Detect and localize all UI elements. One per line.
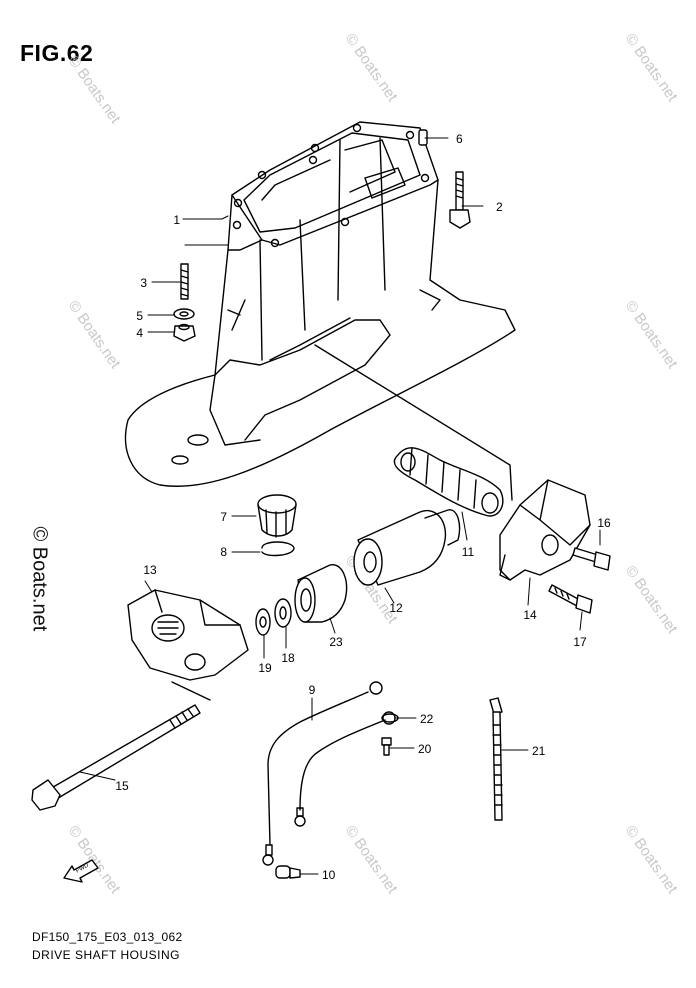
callout-5: 5 [136, 309, 143, 323]
bolt-10 [275, 865, 301, 879]
callout-leaders [79, 137, 601, 875]
callout-18: 18 [281, 651, 295, 665]
long-bolt [31, 681, 211, 811]
callout-15: 15 [115, 779, 129, 793]
mount-rubber [393, 447, 504, 517]
callout-6: 6 [456, 132, 463, 146]
callout-2: 2 [496, 200, 503, 214]
screw-20 [381, 737, 392, 756]
callout-22: 22 [420, 712, 434, 726]
mount-collar [257, 494, 297, 538]
spacer [294, 564, 348, 623]
callout-20: 20 [418, 742, 432, 756]
callout-16: 16 [597, 516, 611, 530]
watermark: © Boats.net [65, 53, 124, 128]
figure-title: FIG.62 [20, 40, 94, 66]
rubber-mount [353, 509, 461, 586]
bolt-16 [572, 547, 611, 571]
bolt-17 [548, 584, 593, 614]
washer-19 [255, 608, 271, 636]
stud-bolt [180, 263, 189, 300]
callout-14: 14 [523, 608, 537, 622]
watermark: © Boats.net [622, 298, 681, 373]
watermark: © Boats.net [622, 31, 681, 106]
callout-17: 17 [573, 635, 587, 649]
drive-shaft-housing [124, 121, 516, 487]
mount-clamp [127, 589, 249, 681]
callout-12: 12 [389, 601, 403, 615]
callout-7: 7 [220, 510, 227, 524]
ground-wire [262, 681, 396, 866]
watermark: © Boats.net [65, 298, 124, 373]
callout-8: 8 [220, 545, 227, 559]
mount-bracket [499, 479, 591, 581]
callout-23: 23 [329, 635, 343, 649]
watermark: © Boats.net [622, 823, 681, 898]
watermark: © Boats.net [342, 823, 401, 898]
callout-9: 9 [309, 683, 316, 697]
callout-19: 19 [258, 661, 272, 675]
side-watermark: © Boats.net [28, 526, 51, 632]
drawing-name: DRIVE SHAFT HOUSING [32, 948, 180, 962]
washer-18 [274, 598, 292, 628]
washer-5 [173, 308, 195, 320]
watermark: © Boats.net [622, 563, 681, 638]
bolt-2 [449, 171, 471, 229]
cable-tie [489, 697, 503, 821]
drawing-code: DF150_175_E03_013_062 [32, 930, 183, 944]
guide-line [314, 344, 513, 501]
callout-13: 13 [143, 563, 157, 577]
callout-21: 21 [532, 744, 546, 758]
forward-arrow-icon [63, 859, 99, 883]
callout-4: 4 [136, 326, 143, 340]
nut-4 [173, 323, 196, 342]
callout-11: 11 [462, 545, 475, 559]
circlip [261, 541, 295, 557]
callout-1: 1 [173, 213, 180, 227]
callout-3: 3 [140, 276, 147, 290]
callout-numbers: 1 2 3 4 5 6 7 8 9 10 11 12 13 14 15 16 1… [75, 132, 611, 882]
callout-10: 10 [322, 868, 336, 882]
watermark: © Boats.net [65, 823, 124, 898]
watermark: © Boats.net [342, 31, 401, 106]
